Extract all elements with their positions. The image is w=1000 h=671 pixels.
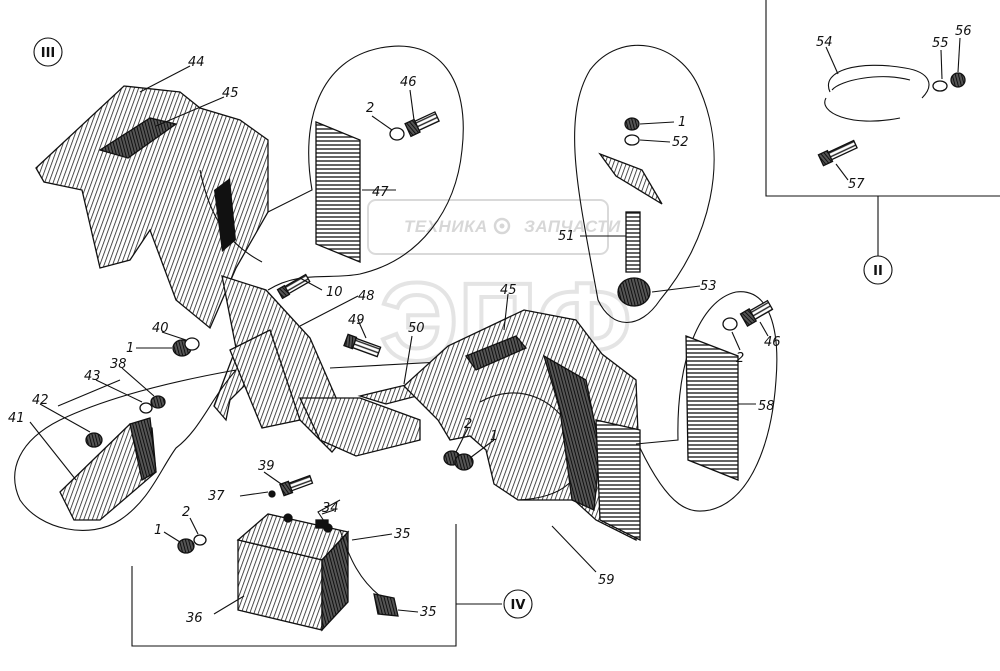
callout-1-battery: 1 xyxy=(154,523,162,538)
callout-35: 35 xyxy=(420,605,437,620)
callout-55: 55 xyxy=(932,36,949,51)
callout-59: 59 xyxy=(598,573,615,588)
callout-36: 36 xyxy=(186,611,203,626)
part-nut-1-left xyxy=(172,337,200,357)
svg-text:III: III xyxy=(41,46,56,61)
watermark-brand: ТЕХНИКА xyxy=(404,217,488,236)
part-bolt-49 xyxy=(343,333,382,358)
svg-text:IV: IV xyxy=(511,598,526,613)
part-hood-upper-left xyxy=(35,85,269,330)
callout-46-top: 46 xyxy=(400,75,417,90)
callout-39: 37 xyxy=(208,489,225,504)
part-nut-1-upper xyxy=(624,117,640,146)
callout-54: 54 xyxy=(816,35,833,50)
callout-49: 49 xyxy=(348,313,365,328)
callout-2-left: 40 xyxy=(152,321,169,336)
gear-icon xyxy=(493,217,511,235)
callout-37: 34 xyxy=(322,501,339,516)
callout-34: 35 xyxy=(394,527,411,542)
part-bolt-46 xyxy=(404,111,440,138)
view-frame-IV: IV xyxy=(131,524,533,647)
callout-42: 43 xyxy=(84,369,101,384)
part-washer-2-right xyxy=(722,317,738,331)
callout-40: 41 xyxy=(8,411,25,426)
part-cable-34 xyxy=(339,529,399,617)
part-bracket-51 xyxy=(598,152,663,307)
part-bolt-10 xyxy=(276,273,311,300)
callout-46-right: 46 xyxy=(764,335,781,350)
part-bracket-40 xyxy=(59,417,157,521)
callout-57: 57 xyxy=(848,177,865,192)
part-bolt-46-right xyxy=(739,299,774,327)
part-cable-37 xyxy=(315,499,341,529)
callout-43: 38 xyxy=(110,357,127,372)
part-bolt-38 xyxy=(279,474,314,497)
callout-1-left: 1 xyxy=(126,341,134,356)
callout-2-battery: 2 xyxy=(182,505,190,520)
watermark-brand2: ЗАПЧАСТИ xyxy=(524,217,621,236)
callout-44: 44 xyxy=(188,55,205,70)
part-washer-2 xyxy=(389,127,405,141)
callout-51: 51 xyxy=(558,229,575,244)
svg-text:II: II xyxy=(873,264,883,279)
callout-48: 48 xyxy=(358,289,375,304)
part-grille-47 xyxy=(315,121,361,263)
part-hood-center xyxy=(403,309,641,542)
callout-45: 45 xyxy=(222,86,239,101)
part-nut-41 xyxy=(85,432,103,448)
callout-2-center: 2 xyxy=(464,417,472,432)
callout-45-center: 45 xyxy=(500,283,517,298)
callout-1-center: 1 xyxy=(490,429,498,444)
part-nut-1-center xyxy=(443,450,474,471)
callout-47: 47 xyxy=(372,185,389,200)
callout-58: 58 xyxy=(758,399,775,414)
callout-50: 50 xyxy=(408,321,425,336)
callout-41: 42 xyxy=(32,393,49,408)
callout-2-right: 2 xyxy=(736,351,744,366)
part-bracket-48 xyxy=(213,275,421,457)
part-grille-58 xyxy=(685,335,739,481)
callout-38: 39 xyxy=(258,459,275,474)
callout-2-top: 2 xyxy=(366,101,374,116)
part-wire-39 xyxy=(239,490,276,498)
view-marker-III: III xyxy=(33,37,63,67)
view-frame-II: II 54 55 56 57 xyxy=(765,0,1000,285)
part-battery-36 xyxy=(236,513,350,632)
callout-53: 53 xyxy=(700,279,717,294)
part-nut-1-battery xyxy=(177,534,207,554)
part-washer-42-43 xyxy=(139,395,166,414)
callout-1-upper: 1 xyxy=(678,115,686,130)
callout-52: 52 xyxy=(672,135,689,150)
callout-10: 10 xyxy=(326,285,343,300)
callout-56: 56 xyxy=(955,24,972,39)
